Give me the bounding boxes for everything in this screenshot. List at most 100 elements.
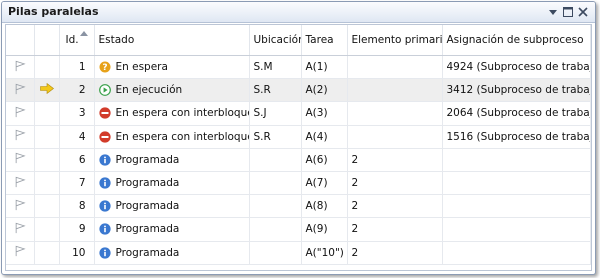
cell-tarea: A(7): [301, 171, 348, 196]
flag-cell[interactable]: [6, 241, 35, 265]
current-arrow-icon: [39, 83, 54, 95]
cell-asignacion: [442, 194, 591, 219]
cell-estado-label: En espera con interbloqueo: [115, 130, 249, 143]
window-controls: [547, 5, 589, 19]
cell-tarea: A(1): [301, 55, 348, 80]
flag-icon[interactable]: [14, 151, 26, 164]
flag-column-header[interactable]: [6, 25, 35, 56]
current-indicator-cell: [34, 55, 60, 80]
flag-icon[interactable]: [14, 244, 26, 257]
flag-icon[interactable]: [14, 128, 26, 141]
table-row[interactable]: 8 Programada A(8) 2: [6, 194, 591, 219]
parallel-stacks-window: Pilas paralelas: [1, 1, 596, 275]
title-bar: Pilas paralelas: [2, 2, 595, 23]
cell-ubicacion: [249, 148, 302, 172]
cell-asignacion: [442, 241, 591, 265]
cell-estado-label: Programada: [115, 223, 180, 236]
cell-elemento-primario: 2: [347, 148, 443, 172]
flag-icon[interactable]: [14, 221, 26, 234]
cell-estado: Programada: [94, 148, 250, 172]
cell-id: 4: [59, 125, 95, 149]
flag-cell[interactable]: [6, 217, 35, 242]
cell-ubicacion: S.M: [249, 55, 302, 80]
info-icon: [98, 154, 111, 166]
cell-ubicacion: [249, 217, 302, 242]
info-icon: [98, 246, 111, 259]
cell-tarea: A(2): [301, 78, 348, 103]
flag-icon[interactable]: [14, 59, 26, 71]
current-indicator-cell: [34, 171, 60, 196]
table-row[interactable]: 2 En ejecución S.R A(2) 3412 (Subproceso…: [6, 78, 591, 103]
cell-asignacion: [442, 171, 591, 196]
deadlock-icon: [98, 131, 111, 143]
cell-id: 8: [59, 194, 95, 219]
cell-id: 10: [59, 241, 95, 265]
current-indicator-cell: [34, 78, 60, 103]
flag-cell[interactable]: [6, 148, 35, 172]
table-row[interactable]: 6 Programada A(6) 2: [6, 148, 591, 172]
cell-estado: En espera con interbloqueo: [94, 101, 250, 126]
cell-ubicacion: S.J: [249, 101, 302, 126]
column-header-ubicacion[interactable]: Ubicación: [249, 25, 302, 56]
flag-cell[interactable]: [6, 101, 35, 126]
cell-ubicacion: S.R: [249, 78, 302, 103]
cell-asignacion: [442, 148, 591, 172]
cell-asignacion: 3412 (Subproceso de trabajo): [442, 78, 591, 103]
maximize-icon[interactable]: [562, 6, 574, 18]
cell-ubicacion: [249, 171, 302, 196]
sort-ascending-icon: [79, 27, 88, 39]
table-row[interactable]: 4 En espera con interbloqueo S.R A(4) 15…: [6, 125, 591, 149]
dropdown-arrow-icon[interactable]: [547, 6, 559, 18]
close-icon[interactable]: [577, 6, 589, 18]
cell-estado-label: Programada: [115, 153, 180, 166]
cell-estado: Programada: [94, 194, 250, 219]
header-row: Id. Estado Ubicación Tarea Elemento prim…: [6, 25, 591, 56]
cell-id: 9: [59, 217, 95, 242]
table-row[interactable]: 3 En espera con interbloqueo S.J A(3) 20…: [6, 101, 591, 126]
column-header-tarea[interactable]: Tarea: [301, 25, 348, 56]
flag-icon[interactable]: [14, 82, 26, 94]
cell-id: 1: [59, 55, 95, 80]
cell-ubicacion: [249, 194, 302, 219]
question-icon: ?: [99, 61, 111, 73]
cell-elemento-primario: [347, 101, 443, 126]
cell-elemento-primario: 2: [347, 217, 443, 242]
cell-id: 7: [59, 171, 95, 196]
info-icon: [98, 223, 111, 236]
table-row[interactable]: 9 Programada A(9) 2: [6, 217, 591, 242]
column-header-id[interactable]: Id.: [59, 25, 95, 56]
flag-icon[interactable]: [14, 198, 26, 210]
current-indicator-cell: [34, 217, 60, 242]
table-row[interactable]: 1 ?En espera S.M A(1) 4924 (Subproceso d…: [6, 55, 591, 80]
cell-elemento-primario: [347, 78, 443, 103]
window-title: Pilas paralelas: [8, 5, 99, 18]
cell-estado: En espera con interbloqueo: [94, 125, 250, 149]
cell-asignacion: 2064 (Subproceso de trabajo): [442, 101, 591, 126]
cell-id: 6: [59, 148, 95, 172]
flag-icon[interactable]: [14, 105, 26, 118]
current-column-header[interactable]: [34, 25, 60, 56]
cell-tarea: A(3): [301, 101, 348, 126]
flag-cell[interactable]: [6, 55, 35, 80]
flag-cell[interactable]: [6, 194, 35, 219]
flag-cell[interactable]: [6, 125, 35, 149]
column-header-estado[interactable]: Estado: [94, 25, 250, 56]
column-header-elemento-primario[interactable]: Elemento primario: [347, 25, 443, 56]
table-row[interactable]: 10 Programada A("10") 2: [6, 241, 591, 265]
column-header-id-label: Id.: [65, 34, 79, 46]
cell-estado-label: En espera: [115, 61, 168, 74]
cell-asignacion: [442, 217, 591, 242]
column-header-asignacion[interactable]: Asignación de subproceso: [442, 25, 591, 56]
flag-cell[interactable]: [6, 78, 35, 103]
cell-elemento-primario: 2: [347, 241, 443, 265]
flag-cell[interactable]: [6, 171, 35, 196]
cell-tarea: A(9): [301, 217, 348, 242]
info-icon: [98, 177, 111, 189]
cell-tarea: A("10"): [301, 241, 348, 265]
table-row[interactable]: 7 Programada A(7) 2: [6, 171, 591, 196]
flag-icon[interactable]: [14, 175, 26, 187]
cell-elemento-primario: [347, 125, 443, 149]
cell-estado-label: Programada: [115, 200, 180, 213]
deadlock-icon: [98, 107, 111, 120]
cell-estado-label: En espera con interbloqueo: [115, 107, 249, 120]
